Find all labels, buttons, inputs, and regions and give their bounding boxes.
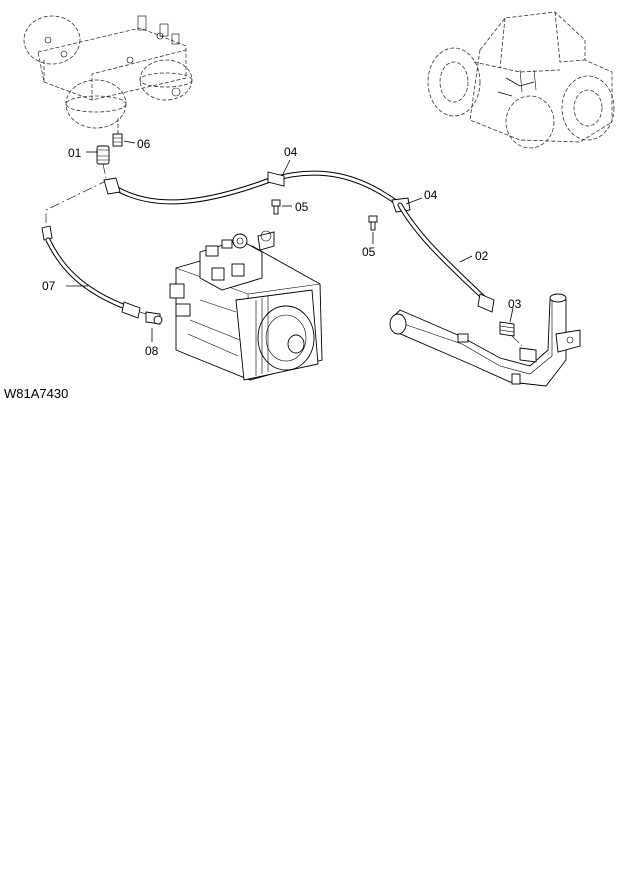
adapter-01 — [96, 145, 110, 165]
leader-lines — [66, 140, 514, 342]
centerline-hose-to-07 — [45, 179, 109, 230]
centerline-03-to-pipe — [511, 335, 523, 347]
drawing-code: W81A7430 — [4, 386, 68, 401]
hose-04 — [103, 170, 403, 208]
clamp-04-left — [267, 171, 285, 187]
callout-08: 08 — [145, 344, 159, 358]
hydraulic-pump — [169, 230, 323, 381]
callout-04-left: 04 — [284, 145, 298, 159]
bolt-05-left — [271, 199, 281, 215]
steel-pipe — [389, 293, 581, 387]
callout-06: 06 — [137, 137, 151, 151]
hose-02 — [397, 202, 495, 313]
callout-05-right: 05 — [362, 245, 376, 259]
accumulator-block-assembly — [23, 15, 193, 134]
fitting-06 — [112, 133, 123, 147]
callout-04-right: 04 — [424, 188, 438, 202]
fitting-03 — [499, 321, 515, 337]
callout-02: 02 — [475, 249, 489, 263]
callout-01: 01 — [68, 146, 82, 160]
callout-05-left: 05 — [295, 200, 309, 214]
callout-07: 07 — [42, 279, 56, 293]
bolt-05-right — [368, 215, 378, 231]
elbow-08 — [145, 311, 163, 325]
centerline-01-to-hose — [102, 163, 107, 179]
tractor-location-view — [427, 11, 615, 149]
hose-07 — [41, 225, 141, 319]
callout-03: 03 — [508, 297, 522, 311]
